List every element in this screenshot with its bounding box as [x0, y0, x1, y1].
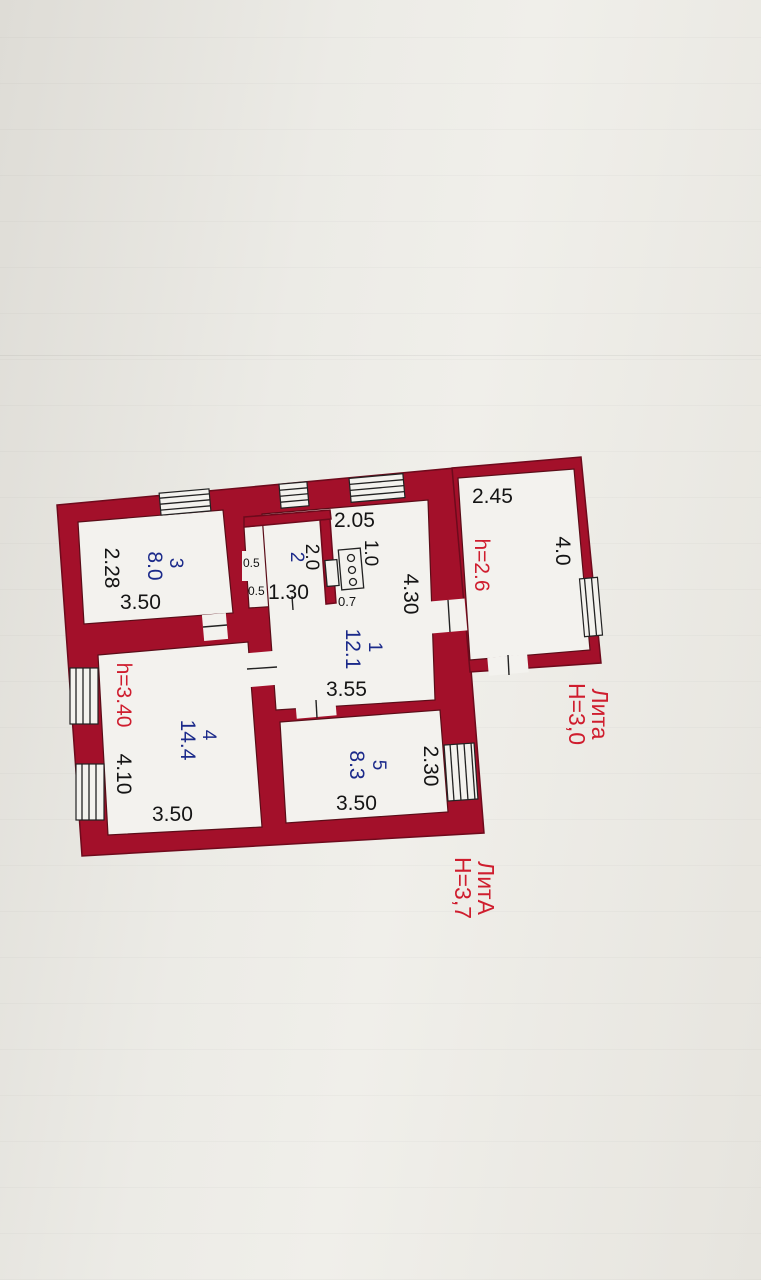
room-4-width: 3.50	[152, 803, 193, 826]
room-3-area: 8.0	[143, 551, 166, 580]
stove-icon	[337, 547, 365, 591]
litera-a2-name: Лита	[587, 688, 613, 739]
room-5-area: 8.3	[345, 750, 368, 779]
room-6-height: h=2.6	[470, 538, 493, 591]
room-2-area: 2.0	[301, 544, 322, 570]
room-5-width: 3.50	[336, 792, 377, 815]
paper-crease	[0, 355, 761, 356]
door-opening-icon	[295, 699, 337, 719]
room-6-floor	[457, 468, 591, 661]
room-1-width: 3.55	[326, 678, 367, 701]
window-hatch-icon	[158, 488, 212, 516]
room-5-number: 5	[368, 760, 389, 771]
window-hatch-icon	[348, 473, 406, 503]
room-1-number: 1	[364, 642, 385, 653]
window-hatch-icon	[69, 667, 99, 725]
sink-icon	[324, 558, 340, 588]
litera-a-height: Н=3,7	[450, 857, 476, 919]
room-6-area: 4.0	[551, 536, 574, 565]
kitchen-area: 1.0	[360, 540, 381, 566]
room-2-side-2: 0.5	[243, 556, 260, 570]
window-hatch-icon	[75, 763, 105, 821]
room-4-area: 14.4	[176, 720, 199, 761]
room-4-number: 4	[198, 730, 219, 741]
room-3-length: 2.28	[100, 548, 123, 589]
room-1-length: 4.30	[399, 574, 422, 615]
room-4-floor	[97, 641, 263, 836]
room-5-floor	[279, 709, 449, 824]
door-opening-icon	[245, 650, 279, 688]
door-opening-icon	[242, 551, 254, 581]
room-4-height: h=3.40	[112, 663, 135, 728]
room-2-side: 0.5	[248, 584, 265, 598]
litera-a2-height: Н=3,0	[564, 683, 590, 745]
room-4-length: 4.10	[112, 754, 135, 795]
room-3-number: 3	[165, 558, 186, 569]
partition-wall-1-top	[243, 509, 332, 528]
kitchen-depth: 0.7	[338, 594, 356, 609]
litera-a-name: ЛитА	[473, 861, 499, 915]
window-hatch-icon	[278, 481, 310, 509]
door-opening-icon	[201, 613, 229, 641]
room-2-width: 1.30	[268, 581, 309, 604]
room-5-length: 2.30	[419, 746, 442, 787]
room-3-width: 3.50	[120, 591, 161, 614]
room-2-number: 2	[286, 552, 307, 563]
room-1-floor	[261, 499, 436, 711]
kitchen-width: 2.05	[334, 509, 375, 532]
door-opening-icon	[428, 598, 468, 634]
door-opening-icon	[487, 654, 529, 676]
window-hatch-icon	[578, 576, 604, 638]
window-hatch-icon	[443, 742, 479, 802]
room-6-width: 2.45	[472, 485, 513, 508]
room-1-area: 12.1	[341, 629, 364, 670]
door-opening-icon	[274, 594, 310, 612]
